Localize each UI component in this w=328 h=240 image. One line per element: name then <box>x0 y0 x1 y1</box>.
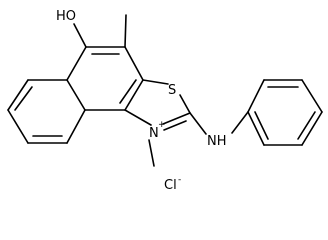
phenyl-ring <box>247 79 323 146</box>
middle-ring <box>66 46 144 111</box>
hydroxyl-label: HO <box>56 9 76 24</box>
chloride-label: Cl <box>164 178 177 193</box>
substituents <box>73 14 249 167</box>
thiazolium-ring <box>124 79 191 131</box>
ring-nitrogen-charge: + <box>158 120 166 130</box>
chloride-charge: - <box>178 175 181 185</box>
amine-label: NH <box>207 134 227 149</box>
benzo-ring <box>7 79 86 144</box>
ring-nitrogen-label: N <box>149 126 159 141</box>
sulfur-label: S <box>168 83 176 98</box>
structure-drawing: HO S NH N + Cl - <box>7 9 323 193</box>
molecule-diagram: HO S NH N + Cl - <box>7 9 323 193</box>
